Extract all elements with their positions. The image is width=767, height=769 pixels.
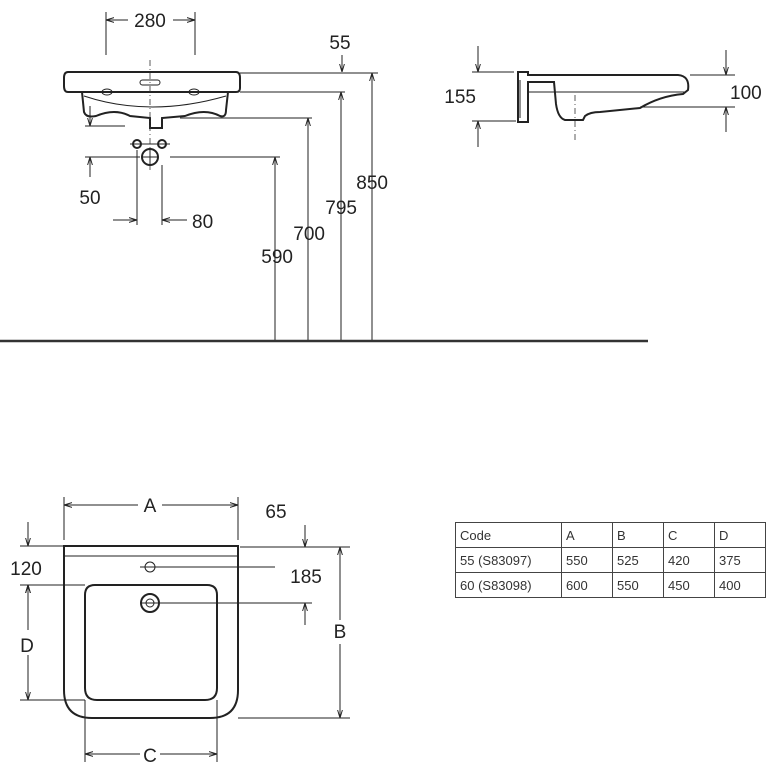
cell-c: 450 bbox=[663, 572, 715, 598]
dim-850: 850 bbox=[356, 173, 388, 194]
cell-code: 55 (S83097) bbox=[455, 547, 562, 573]
header-code: Code bbox=[455, 522, 562, 548]
front-view: 280 55 850 795 700 590 50 80 bbox=[63, 11, 388, 341]
table-header-row: Code A B C D bbox=[455, 522, 766, 548]
dim-50: 50 bbox=[79, 188, 100, 209]
cell-d: 375 bbox=[714, 547, 766, 573]
basin-rim bbox=[63, 71, 241, 93]
side-view: 155 100 bbox=[444, 46, 762, 147]
cell-c: 420 bbox=[663, 547, 715, 573]
header-c: C bbox=[663, 522, 715, 548]
dim-D: D bbox=[20, 636, 34, 657]
dim-280: 280 bbox=[134, 11, 166, 32]
dim-100: 100 bbox=[730, 83, 762, 104]
dim-65: 65 bbox=[265, 502, 286, 523]
dim-155: 155 bbox=[444, 87, 476, 108]
dim-B: B bbox=[334, 622, 347, 643]
cell-b: 550 bbox=[612, 572, 664, 598]
basin-outline bbox=[63, 545, 239, 719]
dim-C: C bbox=[143, 746, 157, 767]
dim-795: 795 bbox=[325, 198, 357, 219]
header-a: A bbox=[561, 522, 613, 548]
cell-code: 60 (S83098) bbox=[455, 572, 562, 598]
dim-80: 80 bbox=[192, 212, 213, 233]
cell-a: 600 bbox=[561, 572, 613, 598]
dim-590: 590 bbox=[261, 247, 293, 268]
header-b: B bbox=[612, 522, 664, 548]
dim-55: 55 bbox=[329, 33, 350, 54]
table-row: 55 (S83097) 550 525 420 375 bbox=[455, 547, 766, 573]
overflow-slot bbox=[139, 79, 161, 86]
dim-120: 120 bbox=[10, 559, 42, 580]
basin-body bbox=[81, 91, 229, 129]
dim-A: A bbox=[144, 496, 157, 517]
cell-d: 400 bbox=[714, 572, 766, 598]
cell-b: 525 bbox=[612, 547, 664, 573]
table-row: 60 (S83098) 600 550 450 400 bbox=[455, 572, 766, 598]
dimensions-table: Code A B C D 55 (S83097) 550 525 420 375… bbox=[455, 522, 766, 598]
plan-view: A 65 185 B 120 D C bbox=[10, 496, 350, 767]
bowl-outline bbox=[84, 584, 218, 701]
dim-700: 700 bbox=[293, 224, 325, 245]
dim-185: 185 bbox=[290, 567, 322, 588]
header-d: D bbox=[714, 522, 766, 548]
cell-a: 550 bbox=[561, 547, 613, 573]
